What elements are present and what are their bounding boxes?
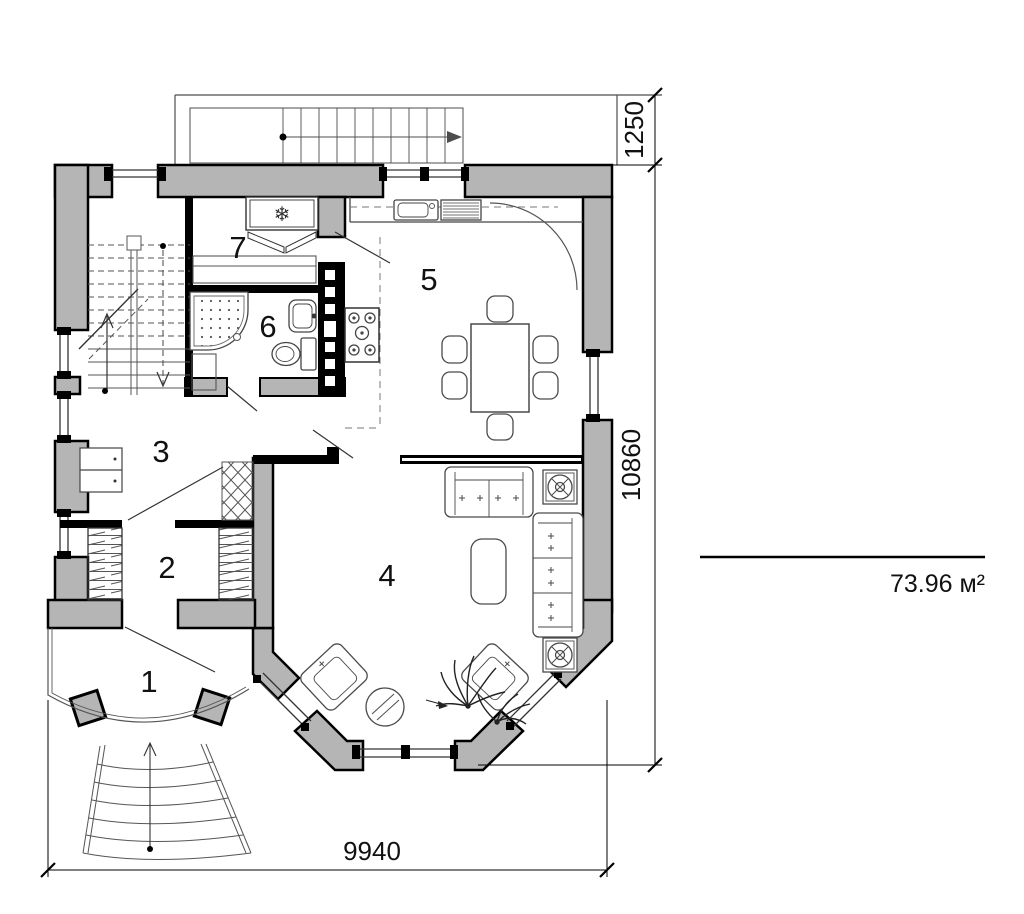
speaker xyxy=(542,637,578,673)
porch-wall-right xyxy=(176,598,257,630)
round-table xyxy=(365,687,405,727)
wall-stub-kitchen xyxy=(316,195,347,239)
area-label: 73.96 м² xyxy=(890,570,985,598)
toilet-tank xyxy=(300,337,317,371)
kitchen-sink xyxy=(393,199,439,221)
dining-table xyxy=(470,323,530,413)
pantry-counter xyxy=(192,255,317,284)
entrance-direction-arrow-icon xyxy=(143,741,157,757)
dimension-terrace-depth: 1250 xyxy=(619,101,649,159)
stairs-up-arrow-icon xyxy=(100,312,114,329)
plant-arrow-icon xyxy=(438,701,448,709)
bay-corner-bottom-right xyxy=(453,709,525,772)
trellis xyxy=(221,461,254,521)
sofa-large xyxy=(532,512,584,638)
wall-bar-hall-kitchen xyxy=(253,455,337,464)
stair-direction-arrow-icon xyxy=(447,131,462,143)
door-jamb-block xyxy=(327,447,339,464)
room-label-2: 2 xyxy=(158,550,175,585)
window-left-2 xyxy=(57,391,71,443)
dining-chair xyxy=(441,335,468,364)
dimension-height-total: 10860 xyxy=(616,429,646,501)
leader-line xyxy=(124,626,216,673)
pantry-furniture xyxy=(192,196,319,284)
armchair xyxy=(300,643,368,711)
window-bay-left xyxy=(253,672,312,731)
dining-set xyxy=(441,295,559,441)
vent-shaft-wall xyxy=(318,262,345,395)
armchair xyxy=(461,643,529,711)
hall-cabinet xyxy=(79,447,123,493)
coffee-table xyxy=(470,538,507,605)
dim-ticks xyxy=(40,87,663,878)
kitchen-cabinets-dashed xyxy=(345,237,381,429)
interior-stairs xyxy=(78,235,190,395)
dining-chair xyxy=(441,371,468,400)
dimensions: 1250 10860 9940 xyxy=(40,87,663,878)
window-top-left xyxy=(104,167,166,181)
area-callout: 73.96 м² xyxy=(700,555,985,598)
room-label-6: 6 xyxy=(259,309,276,344)
porch-column xyxy=(68,688,108,728)
porch xyxy=(47,628,252,860)
window-top-middle xyxy=(379,167,469,181)
room-label-4: 4 xyxy=(378,558,395,593)
bay-corner-bottom-left xyxy=(293,709,365,772)
fridge-door-right xyxy=(285,231,317,254)
room-label-5: 5 xyxy=(420,262,437,297)
window-bay-right xyxy=(506,670,562,730)
window-right-kitchen xyxy=(586,349,600,422)
dim-ext-line xyxy=(47,700,608,877)
wardrobe-room2 xyxy=(87,527,254,601)
dining-chair xyxy=(486,295,514,323)
windows xyxy=(57,167,600,759)
plant xyxy=(425,655,531,725)
window-bay-bottom xyxy=(352,745,458,759)
doors-and-leaders xyxy=(124,202,578,673)
shower-drain xyxy=(233,333,241,341)
entrance-fan-stairs xyxy=(82,743,252,860)
leader-line xyxy=(334,231,391,264)
dining-chair xyxy=(486,413,514,441)
terrace-stairs-top xyxy=(174,94,662,165)
leader-line xyxy=(127,466,224,521)
stove xyxy=(344,307,380,363)
door-swing-arc xyxy=(489,202,578,291)
window-left-1 xyxy=(57,327,71,379)
window-left-3 xyxy=(57,509,71,559)
fridge-snowflake-icon: ❄ xyxy=(274,204,291,226)
room-label-3: 3 xyxy=(152,434,169,469)
bay-corner-left xyxy=(251,626,301,701)
leader-line xyxy=(226,385,258,412)
porch-wall-left xyxy=(46,598,124,630)
dining-chair xyxy=(532,371,559,400)
sink-faucet xyxy=(311,313,317,319)
dimension-width-total: 9940 xyxy=(343,836,401,866)
kitchen-furniture xyxy=(344,197,583,429)
stairs-down-arrow-icon xyxy=(156,371,170,388)
porch-column xyxy=(192,687,232,727)
room-label-1: 1 xyxy=(140,664,157,699)
bathroom-furniture xyxy=(189,291,317,391)
room-label-7: 7 xyxy=(229,230,246,265)
speaker xyxy=(542,469,578,505)
bath-cabinet xyxy=(191,353,217,391)
dining-chair xyxy=(532,335,559,364)
leader-line xyxy=(312,429,354,459)
sofa-small xyxy=(444,466,534,518)
room-labels: 1 2 3 4 5 6 7 xyxy=(140,230,437,699)
fridge-door-left xyxy=(247,231,285,254)
